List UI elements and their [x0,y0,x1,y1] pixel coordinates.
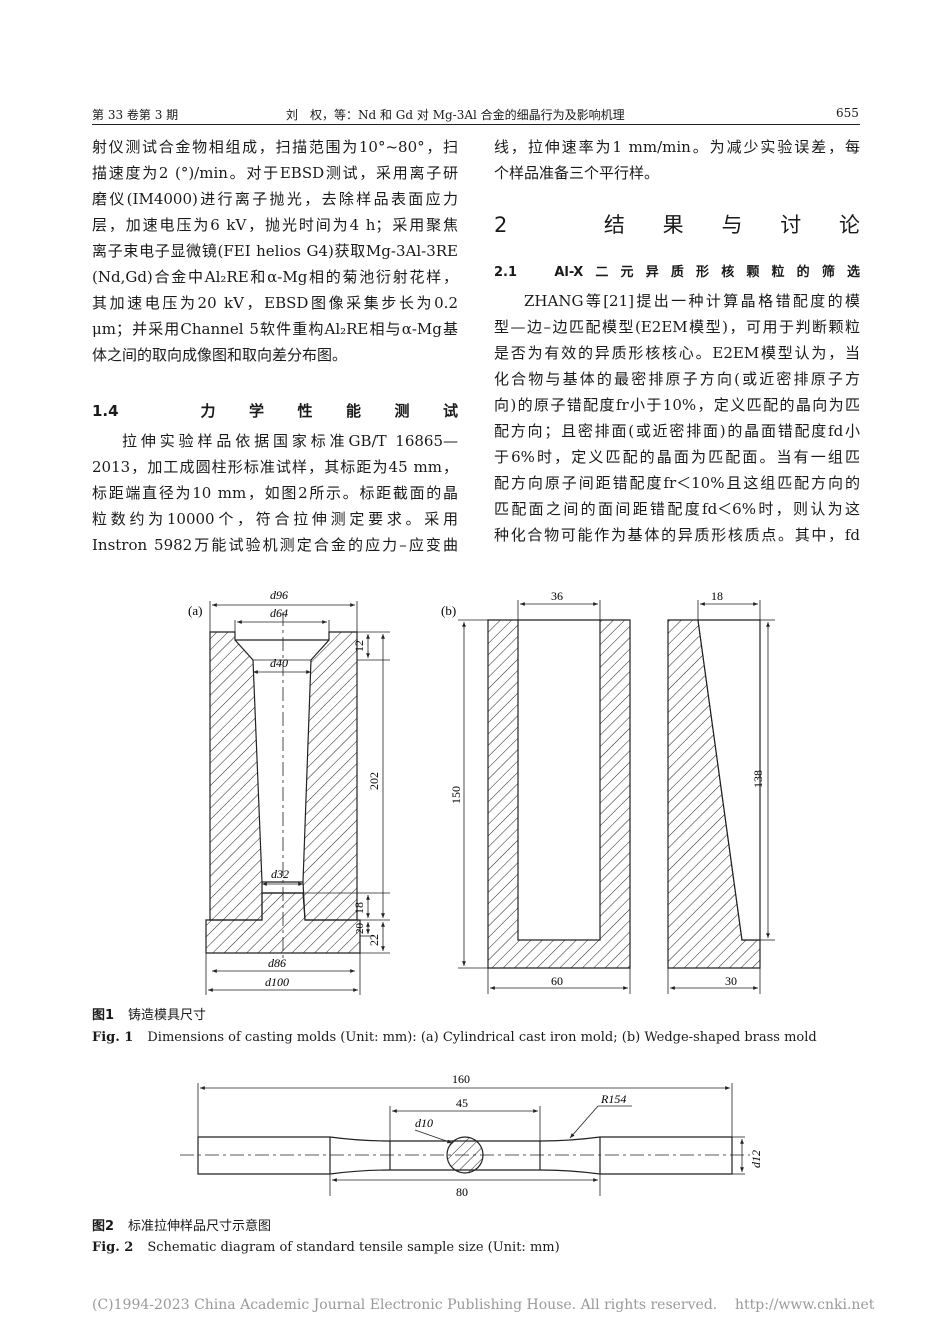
left-line: 其加速电压为20 kV，EBSD图像采集步长为0.2 [92,294,458,312]
copyright-footer: (C)1994-2023 China Academic Journal Elec… [92,1297,875,1313]
left-line: 标距端直径为10 mm，如图2所示。标距截面的晶 [92,484,458,502]
tensile-specimen [197,1136,733,1175]
fig2-label-cn: 图2 [92,1219,115,1234]
panel-label-b: (b) [441,603,456,618]
page-number: 655 [836,106,859,120]
right-line: 型—边–边匹配模型(E2EM模型)，可用于判断颗粒 [494,318,860,336]
journal-issue: 第 33 卷第 3 期 [92,108,179,122]
dim-18: 18 [711,589,723,603]
dim-d96: d96 [270,588,288,602]
figure-2-tensile-sample: 160 45 d10 R154 80 d12 [180,1072,763,1199]
left-line: 层，加速电压为6 kV，抛光时间为4 h；采用聚焦 [92,216,458,234]
dim-d12: d12 [749,1150,763,1168]
left-line: 射仪测试合金物相组成，扫描范围为10°~80°，扫 [92,138,458,156]
dim-80: 80 [456,1185,468,1199]
right-line: ZHANG等[21]提出一种计算晶格错配度的模 [524,292,860,310]
left-line: (Nd,Gd)合金中Al₂RE和α-Mg相的菊池衍射花样， [92,268,458,286]
fig2-caption-cn: 图2 标准拉伸样品尺寸示意图 [92,1215,271,1234]
dim-h12: 12 [352,640,366,652]
wedge-brass-mold-front [487,619,631,969]
dim-d86: d86 [268,956,286,970]
fig1-text-en: Dimensions of casting molds (Unit: mm): … [147,1030,817,1045]
dim-h20: 20 [354,923,366,935]
panel-label-a: (a) [188,603,202,618]
dim-60: 60 [551,974,563,988]
dim-h18: 18 [352,902,366,914]
right-line: 配方向原子间距错配度fr＜10%且这组匹配方向的 [494,474,860,492]
right-line: 匹配面之间的面间距错配度fd＜6%时，则认为这 [494,500,860,518]
fig1-label-cn: 图1 [92,1008,115,1023]
right-line: 种化合物可能作为基体的异质形核质点。其中，fd [494,526,860,544]
left-line: 粒数约为10000个，符合拉伸测定要求。采用 [92,510,458,528]
right-line: 线，拉伸速率为1 mm/min。为减少实验误差，每 [494,138,860,156]
fig2-text-cn: 标准拉伸样品尺寸示意图 [128,1219,272,1234]
right-line: 于6%时，定义匹配的晶面为匹配面。当有一组匹 [494,448,860,466]
fig2-label-en: Fig. 2 [92,1240,134,1255]
dim-d100: d100 [265,975,289,989]
fig1-label-en: Fig. 1 [92,1030,134,1045]
fig1-text-cn: 铸造模具尺寸 [128,1008,207,1023]
fig1-caption-cn: 图1 铸造模具尺寸 [92,1004,206,1023]
left-line: 2013，加工成圆柱形标准试样，其标距为45 mm， [92,458,458,476]
fig2-text-en: Schematic diagram of standard tensile sa… [147,1240,560,1255]
section-heading-2: 2 结果与讨论 [494,213,860,237]
left-column: 射仪测试合金物相组成，扫描范围为10°~80°，扫 描速度为2 (°)/min。… [92,134,458,558]
left-line: 描速度为2 (°)/min。对于EBSD测试，采用离子研 [92,164,458,182]
dim-h22: 22 [367,934,381,946]
specimen-dimensions [180,1083,750,1196]
right-line: 配方向；且密排面(或近密排面)的晶面错配度fd小 [494,422,860,440]
dim-138: 138 [751,770,765,788]
right-line: 化合物与基体的最密排原子方向(或近密排原子方 [494,370,860,388]
dim-h202: 202 [367,772,381,790]
dim-d32: d32 [271,867,289,881]
right-column: 线，拉伸速率为1 mm/min。为减少实验误差，每 个样品准备三个平行样。 2 … [494,134,860,548]
right-line: 是否为有效的异质形核核心。E2EM模型认为，当 [494,344,860,362]
dim-45: 45 [456,1096,468,1110]
left-line: 拉伸实验样品依据国家标准GB/T 16865— [122,432,458,450]
dim-d40: d40 [270,656,288,670]
right-line: 个样品准备三个平行样。 [494,164,660,182]
section-heading-1-4: 1.4 力学性能测试 [92,402,458,420]
fig2-caption-en: Fig. 2 Schematic diagram of standard tens… [92,1240,560,1255]
wedge-brass-mold-side [667,619,761,969]
running-title: 刘 权，等：Nd 和 Gd 对 Mg-3Al 合金的细晶行为及影响机理 [286,108,625,122]
mold-a-dimensions [205,601,390,995]
left-line: 离子束电子显微镜(FEI helios G4)获取Mg-3Al-3RE [92,242,458,260]
left-line: 体之间的取向成像图和取向差分布图。 [92,346,348,364]
dim-r154: R154 [600,1092,626,1106]
section-heading-2-1: 2.1 Al-X二元异质形核颗粒的筛选 [494,265,860,280]
right-line: 向)的原子错配度fr小于10%，定义匹配的晶向为匹 [494,396,860,414]
mold-b-dimensions [458,600,775,994]
dim-d10: d10 [415,1116,433,1130]
dim-36: 36 [551,589,563,603]
left-line: Instron 5982万能试验机测定合金的应力–应变曲 [92,536,458,554]
dim-160: 160 [452,1072,470,1086]
fig1-caption-en: Fig. 1 Dimensions of casting molds (Unit:… [92,1030,817,1045]
header-rule [92,124,860,125]
dim-30: 30 [725,974,737,988]
figure-1-casting-molds: (a) d96 d64 d40 d32 d86 [188,588,775,995]
left-line: μm；并采用Channel 5软件重构Al₂RE相与α-Mg基 [92,320,458,338]
left-line: 磨仪(IM4000)进行离子抛光，去除样品表面应力 [92,190,458,208]
dim-150: 150 [449,786,463,804]
dim-d64: d64 [270,606,288,620]
